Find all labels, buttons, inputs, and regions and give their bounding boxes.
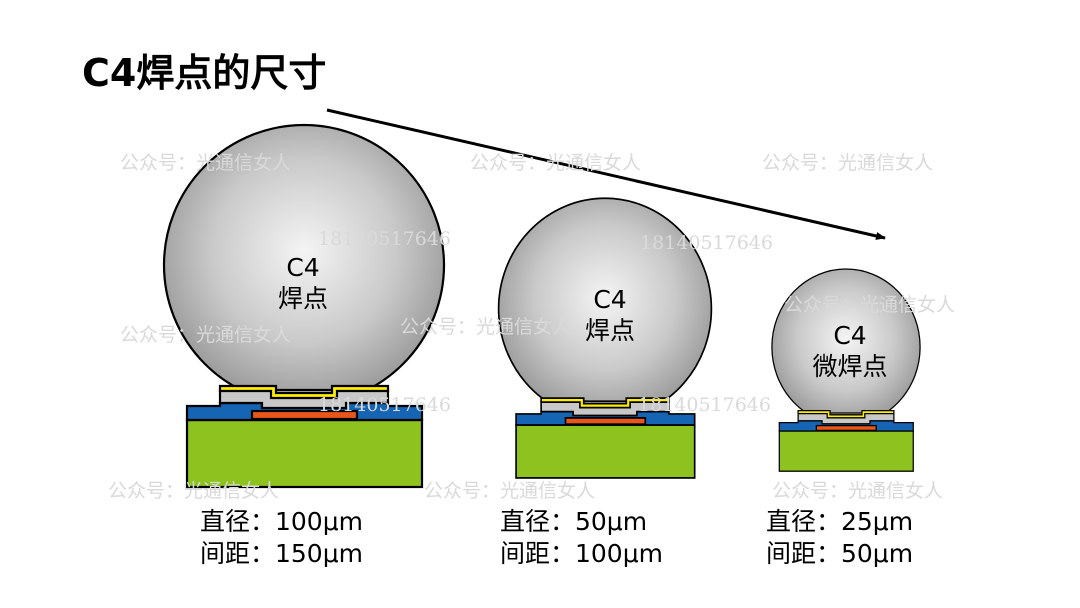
ball-label-1: C4 焊点 <box>223 252 383 314</box>
ubm-top-layer <box>540 397 670 409</box>
watermark: 公众号：光通信女人 <box>120 152 292 174</box>
watermark: 公众号：光通信女人 <box>762 152 934 174</box>
ball-label-line1: C4 <box>593 285 627 314</box>
watermark: 公众号：光通信女人 <box>400 316 572 338</box>
substrate <box>515 424 696 479</box>
watermark: 18140517646 <box>318 228 451 250</box>
diameter-label: 直径：25μm <box>766 507 914 536</box>
watermark: 公众号：光通信女人 <box>120 324 292 346</box>
spec-3: 直径：25μm 间距：50μm <box>766 506 913 570</box>
watermark: 公众号：光通信女人 <box>772 480 944 502</box>
ball-label-3: C4 微焊点 <box>770 320 930 382</box>
watermark: 18140517646 <box>318 394 451 416</box>
solder-bump-structure-2 <box>497 197 713 479</box>
spec-2: 直径：50μm 间距：100μm <box>500 506 663 570</box>
bond-pad <box>250 409 359 421</box>
watermark: 公众号：光通信女人 <box>470 152 642 174</box>
pitch-label: 间距：50μm <box>766 539 914 568</box>
ball-label-line2: 焊点 <box>277 284 328 313</box>
substrate <box>778 430 914 472</box>
ball-label-2: C4 焊点 <box>530 284 690 346</box>
watermark: 公众号：光通信女人 <box>108 480 280 502</box>
ubm-top-layer <box>218 384 390 400</box>
diameter-label: 直径：50μm <box>500 507 648 536</box>
solder-bump-structure-3 <box>771 268 921 472</box>
pitch-label: 间距：150μm <box>200 539 363 568</box>
ubm-top-layer <box>797 409 895 419</box>
spec-1: 直径：100μm 间距：150μm <box>200 506 363 570</box>
page-title: C4焊点的尺寸 <box>82 51 327 95</box>
watermark: 公众号：光通信女人 <box>424 480 596 502</box>
bond-pad <box>815 424 877 432</box>
solder-bump-structure-1 <box>162 123 446 489</box>
ball-label-line1: C4 <box>286 253 320 282</box>
watermark: 18140517646 <box>640 232 773 254</box>
watermark: 公众号：光通信女人 <box>784 294 956 316</box>
pitch-label: 间距：100μm <box>500 539 663 568</box>
substrate <box>185 418 424 489</box>
diameter-label: 直径：100μm <box>200 507 363 536</box>
bond-pad <box>564 417 647 426</box>
size-trend-arrow <box>326 108 886 240</box>
ball-label-line2: 微焊点 <box>812 352 888 381</box>
ball-label-line1: C4 <box>833 321 867 350</box>
ball-label-line2: 焊点 <box>584 316 635 345</box>
watermark: 18140517646 <box>638 394 771 416</box>
